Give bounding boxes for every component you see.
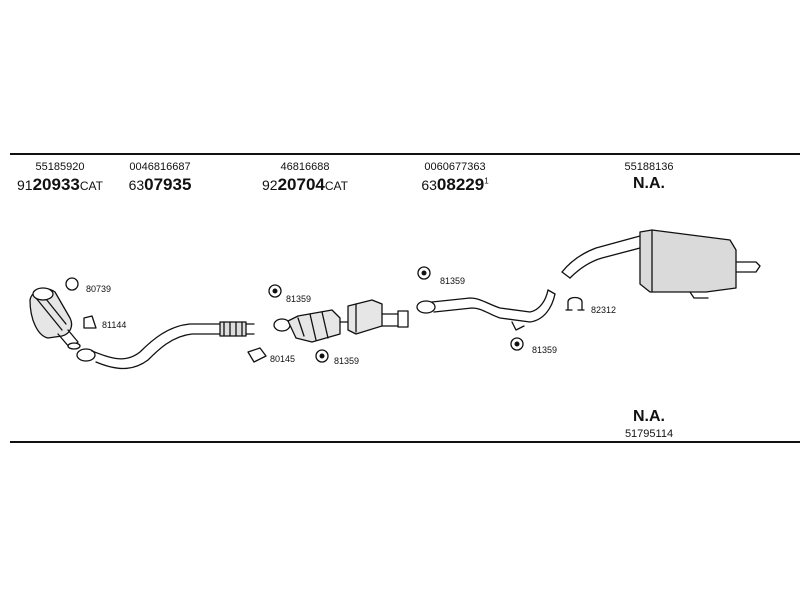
part-number-5: 55188136 [624, 161, 674, 173]
catalog-code-prefix: 63 [421, 177, 437, 193]
catalog-code-main: 20704 [277, 175, 325, 194]
catalog-code-sup: 1 [484, 176, 489, 186]
gasket-icon [247, 347, 267, 363]
center-catalyst-drawing [273, 299, 409, 343]
bolt-icon [268, 284, 282, 298]
bottom-rule [10, 441, 800, 443]
catalog-code-prefix: 63 [128, 177, 145, 193]
manifold-catalyst-drawing [29, 287, 81, 350]
front-pipe-drawing [76, 321, 255, 370]
component-label: 82312 [591, 305, 617, 315]
part-number-1: 55185920 [35, 161, 85, 173]
component-label: 81359 [532, 345, 558, 355]
na-label-top: N.A. [633, 175, 665, 192]
component-label: 81359 [334, 356, 360, 366]
part-number-4: 0060677363 [424, 161, 486, 173]
part-number-3: 46816688 [280, 161, 330, 173]
catalog-code-1: 9120933CAT [17, 175, 103, 195]
catalog-code-prefix: 91 [17, 177, 33, 193]
catalog-code-suffix: CAT [79, 179, 103, 193]
catalog-code-main: 07935 [144, 175, 192, 194]
bolt-icon [315, 349, 329, 363]
bolt-icon [417, 266, 431, 280]
clamp-icon [565, 296, 585, 311]
na-label-bottom: N.A. [633, 408, 665, 425]
rear-silencer-drawing [561, 229, 761, 299]
catalog-code-suffix: CAT [324, 179, 348, 193]
catalog-code-prefix: 92 [262, 177, 278, 193]
bolt-icon [510, 337, 524, 351]
catalog-code-main: 20933 [32, 175, 80, 194]
catalog-code-main: 08229 [436, 175, 485, 194]
part-number-2: 0046816687 [129, 161, 191, 173]
component-label: 80739 [86, 284, 112, 294]
component-label: 80145 [270, 354, 296, 364]
catalog-code-2: 6307935 [129, 175, 192, 195]
component-label: 81359 [286, 294, 312, 304]
top-rule [10, 153, 800, 155]
component-label: 81144 [102, 320, 127, 330]
intermediate-pipe-drawing [416, 289, 556, 331]
component-label: 81359 [440, 276, 466, 286]
part-number-lower: 51795114 [624, 428, 674, 440]
catalog-code-3: 9220704CAT [262, 175, 348, 195]
gasket-icon [65, 277, 79, 291]
catalog-code-4: 63082291 [421, 175, 488, 195]
hanger-icon [83, 315, 97, 329]
